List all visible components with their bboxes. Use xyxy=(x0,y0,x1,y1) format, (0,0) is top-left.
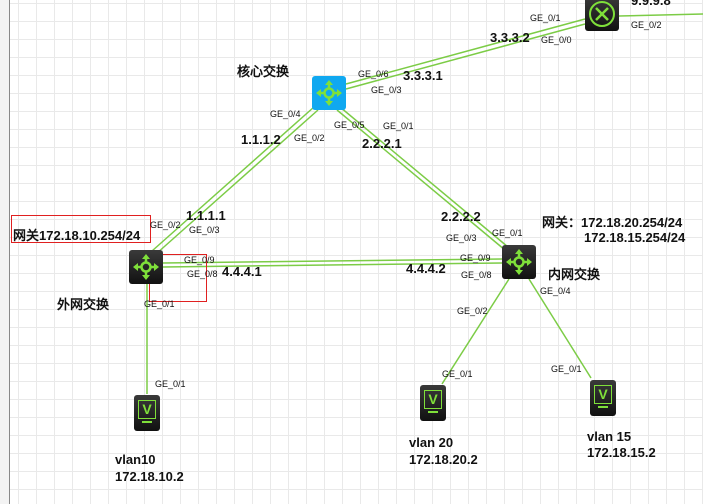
ip-label: 4.4.4.1 xyxy=(222,264,262,279)
pc15-vlan: vlan 15 xyxy=(587,429,632,444)
pc-vlan20[interactable]: V xyxy=(420,385,446,421)
port-label: GE_0/6 xyxy=(358,69,389,79)
l3-switch-icon xyxy=(133,254,159,280)
ip-label: 2.2.2.1 xyxy=(362,136,402,151)
port-label: GE_0/1 xyxy=(383,121,414,131)
ip-label: 1.1.1.1 xyxy=(186,208,226,223)
pc20-ip: 172.18.20.2 xyxy=(409,452,478,467)
pc20-vlan: vlan 20 xyxy=(409,435,454,450)
router-icon xyxy=(589,1,615,27)
core-switch-name: 核心交换 xyxy=(237,64,290,79)
canvas-left-edge xyxy=(0,0,10,504)
link-inner-pc20[interactable] xyxy=(441,278,510,385)
l3-switch-icon xyxy=(506,249,532,275)
port-label: GE_0/1 xyxy=(492,228,523,238)
ip-label: 3.3.3.2 xyxy=(490,30,530,45)
outer-switch[interactable] xyxy=(129,250,163,284)
pc-vlan15[interactable]: V xyxy=(590,380,616,416)
port-label: GE_0/2 xyxy=(631,20,662,30)
outer-gateway-note: 网关172.18.10.254/24 xyxy=(13,228,141,243)
pc-icon: V xyxy=(138,400,156,419)
port-label: GE_0/1 xyxy=(530,13,561,23)
pc10-vlan: vlan10 xyxy=(115,452,156,467)
inner-switch-name: 内网交换 xyxy=(548,267,601,282)
pc15-ip: 172.18.15.2 xyxy=(587,445,656,460)
port-label: GE_0/8 xyxy=(461,270,492,280)
port-label: GE_0/1 xyxy=(551,364,582,374)
ip-label: 4.4.4.2 xyxy=(406,261,446,276)
link-inner-pc15[interactable] xyxy=(528,278,592,379)
port-label: GE_0/9 xyxy=(460,253,491,263)
pc10-ip: 172.18.10.2 xyxy=(115,469,184,484)
ip-label: 1.1.1.2 xyxy=(241,132,281,147)
port-label: GE_0/1 xyxy=(442,369,473,379)
pc-icon: V xyxy=(594,385,612,404)
port-label: GE_0/2 xyxy=(150,220,181,230)
link-router-right[interactable] xyxy=(618,13,703,17)
port-label: GE_0/8 xyxy=(187,269,218,279)
port-label: GE_0/4 xyxy=(540,286,571,296)
port-label: GE_0/4 xyxy=(270,109,301,119)
port-label: GE_0/5 xyxy=(334,120,365,130)
port-label: GE_0/2 xyxy=(294,133,325,143)
inner-gateway-note-1: 网关：172.18.20.254/24 xyxy=(542,215,683,230)
port-label: GE_0/3 xyxy=(189,225,220,235)
router[interactable] xyxy=(585,0,619,31)
port-label: GE_0/3 xyxy=(446,233,477,243)
port-label: GE_0/0 xyxy=(541,35,572,45)
link-outer-inner[interactable] xyxy=(162,258,503,268)
port-label: GE_0/1 xyxy=(144,299,175,309)
router-ip: 9.9.9.8 xyxy=(631,0,671,8)
inner-switch[interactable] xyxy=(502,245,536,279)
link-core-outer[interactable] xyxy=(151,106,319,255)
core-switch[interactable] xyxy=(312,76,346,110)
ip-label: 2.2.2.2 xyxy=(441,209,481,224)
port-label: GE_0/9 xyxy=(184,255,215,265)
link-core-router[interactable] xyxy=(345,18,586,90)
link-core-inner[interactable] xyxy=(336,106,509,251)
pc-icon: V xyxy=(424,390,442,409)
outer-switch-name: 外网交换 xyxy=(57,297,110,312)
annotation-box-outer-gateway xyxy=(11,215,151,243)
inner-gateway-note-2: 172.18.15.254/24 xyxy=(584,230,686,245)
port-label: GE_0/1 xyxy=(155,379,186,389)
pc-vlan10[interactable]: V xyxy=(134,395,160,431)
port-label: GE_0/3 xyxy=(371,85,402,95)
l3-switch-icon xyxy=(316,80,342,106)
port-label: GE_0/2 xyxy=(457,306,488,316)
ip-label: 3.3.3.1 xyxy=(403,68,443,83)
